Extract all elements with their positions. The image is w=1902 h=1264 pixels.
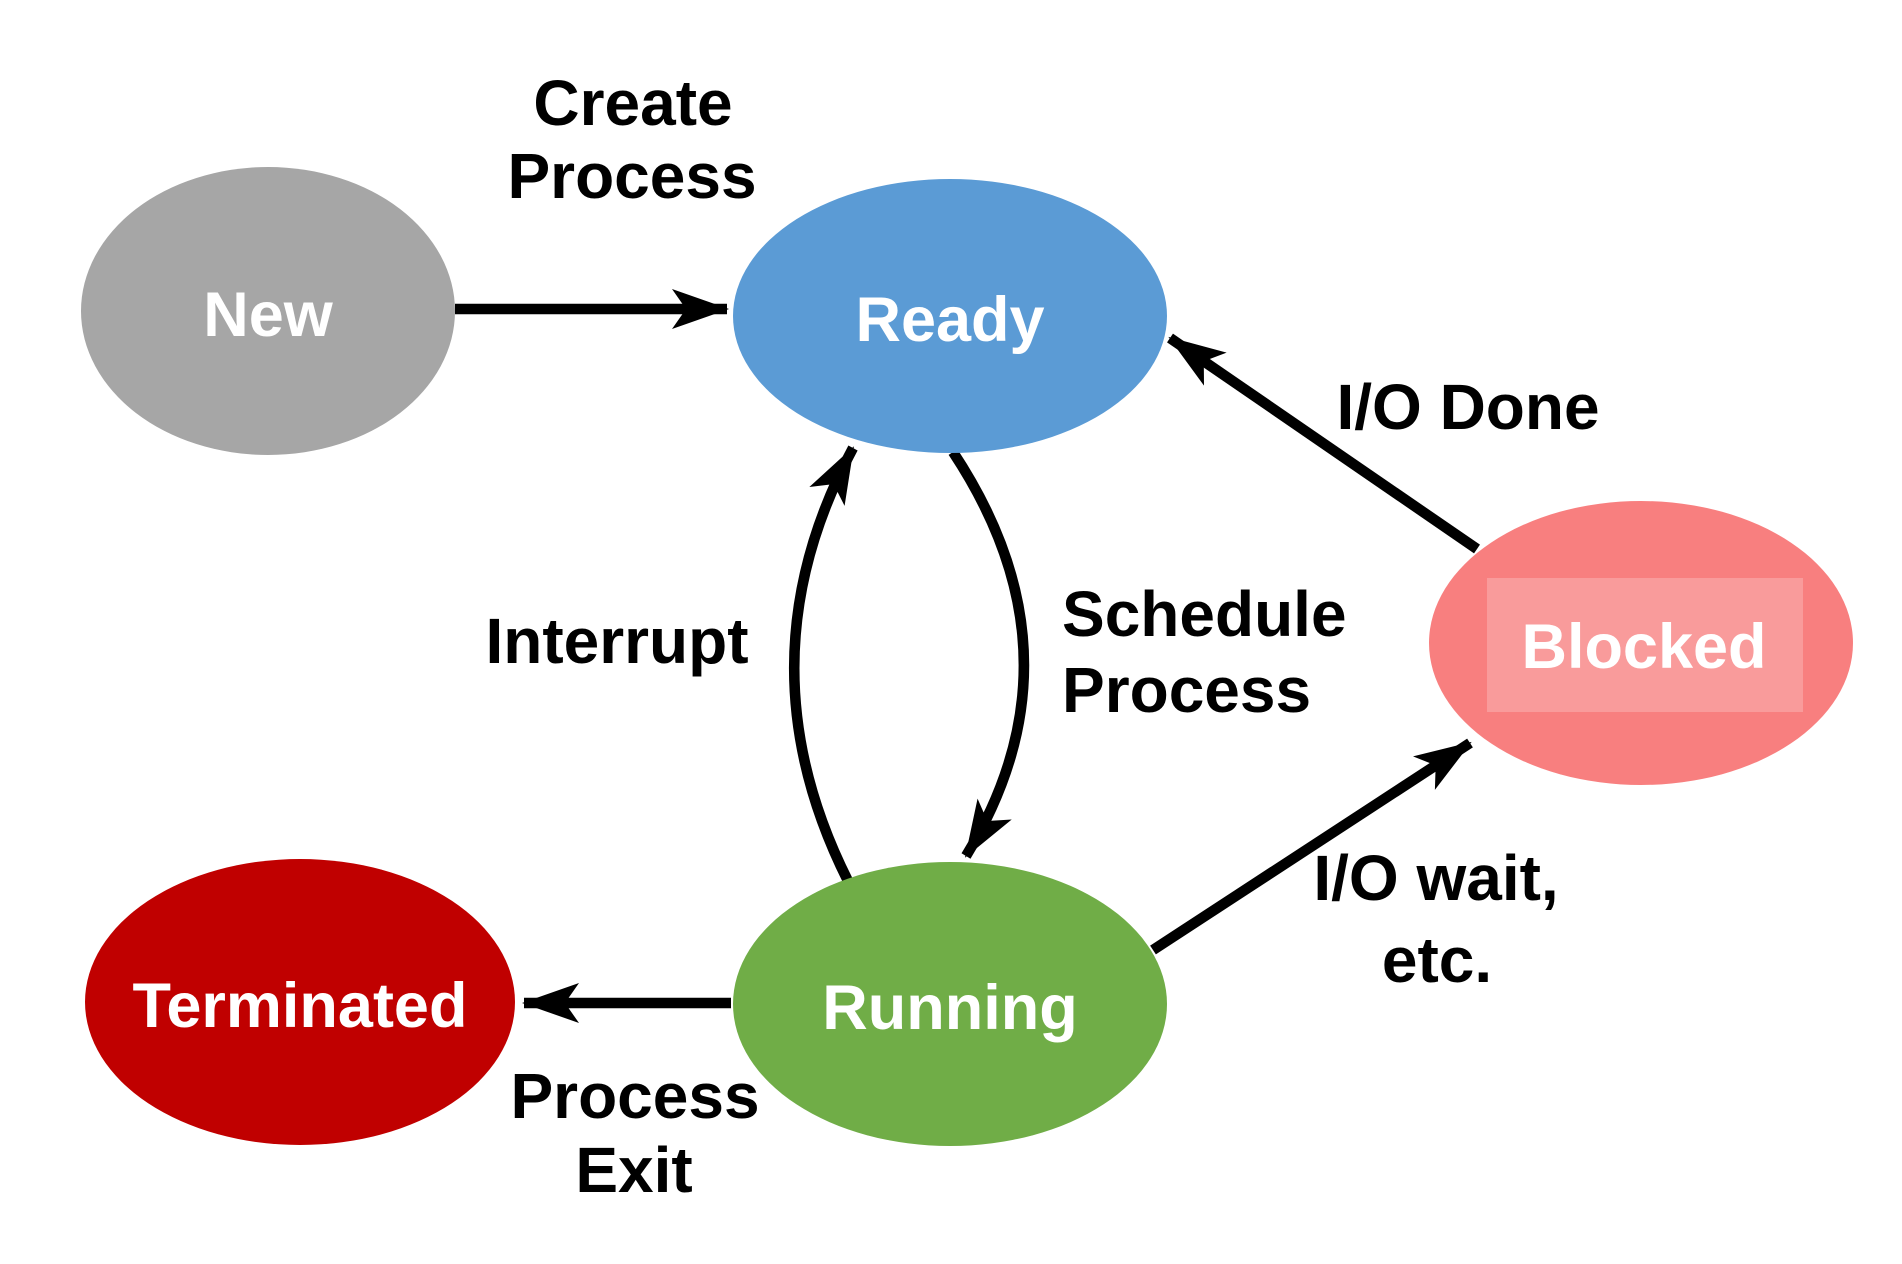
- blocked-highlight-rect: [1487, 578, 1803, 712]
- state-ellipse-terminated: [85, 859, 515, 1145]
- transition-label-schedule-process-line-2: Process: [1062, 654, 1311, 726]
- transition-label-process-exit-line-2: Exit: [575, 1134, 692, 1206]
- state-ellipse-new: [81, 167, 455, 455]
- transition-label-io-done: I/O Done: [1336, 371, 1599, 443]
- transition-label-io-wait-line-2: etc.: [1382, 924, 1492, 996]
- transition-arrow-schedule-process: [948, 449, 1030, 859]
- transition-label-process-exit-line-1: Process: [510, 1060, 759, 1132]
- transition-arrow-interrupt: [789, 445, 858, 884]
- state-ellipse-ready: [733, 179, 1167, 453]
- transition-label-schedule-process-line-1: Schedule: [1062, 578, 1347, 650]
- state-label-new: New: [203, 280, 334, 350]
- transition-labels: Create Process Interrupt Schedule Proces…: [485, 67, 1599, 1206]
- state-ellipse-blocked: [1429, 501, 1853, 785]
- state-label-running: Running: [822, 973, 1077, 1043]
- state-label-blocked: Blocked: [1521, 612, 1766, 682]
- transition-arrows: [455, 289, 1480, 1023]
- transition-label-create-process-line-1: Create: [533, 67, 732, 139]
- transition-label-interrupt: Interrupt: [485, 605, 748, 677]
- state-nodes: New Ready Blocked Running Terminated: [81, 167, 1853, 1146]
- transition-label-create-process-line-2: Process: [507, 140, 756, 212]
- transition-label-io-wait-line-1: I/O wait,: [1313, 842, 1558, 914]
- state-ellipse-running: [733, 862, 1167, 1146]
- state-label-terminated: Terminated: [133, 971, 468, 1041]
- transition-arrow-io-done: [1167, 333, 1480, 554]
- state-label-ready: Ready: [855, 285, 1044, 355]
- transition-arrow-io-wait: [1150, 738, 1473, 955]
